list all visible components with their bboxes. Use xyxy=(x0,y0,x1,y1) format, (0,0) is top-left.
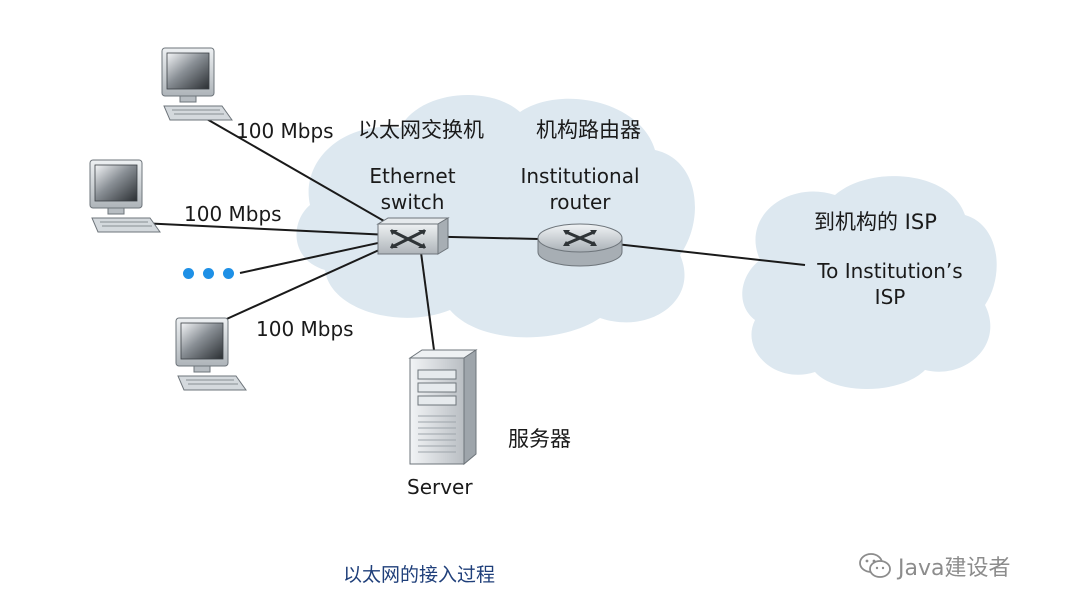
ethernet-switch-icon xyxy=(376,217,450,255)
link-switch-server xyxy=(419,244,435,351)
link-speed-label-1: 100 Mbps xyxy=(236,119,334,143)
server-label-zh: 服务器 xyxy=(508,427,571,451)
tower-server-icon xyxy=(408,349,478,466)
router-label-zh: 机构路由器 xyxy=(536,118,641,142)
ellipsis-dot xyxy=(183,268,194,279)
server-label-en: Server xyxy=(407,475,473,499)
desktop-computer-icon xyxy=(89,159,161,233)
watermark-text: Java建设者 xyxy=(898,556,1011,581)
wechat-icon xyxy=(859,553,891,578)
isp-label-zh: 到机构的 ISP xyxy=(814,210,937,234)
router-icon xyxy=(537,223,623,267)
desktop-computer-icon xyxy=(175,317,247,391)
ellipsis-dot xyxy=(223,268,234,279)
link-host-1 xyxy=(204,117,411,237)
figure-caption: 以太网的接入过程 xyxy=(343,564,496,586)
more-hosts-ellipsis xyxy=(183,268,234,279)
isp-cloud xyxy=(742,176,997,390)
watermark: Java建设者 xyxy=(858,552,1011,581)
ellipsis-dot xyxy=(203,268,214,279)
isp-label-en: To Institution’s ISP xyxy=(817,259,963,309)
switch-label-zh: 以太网交换机 xyxy=(358,118,484,142)
link-speed-label-2: 100 Mbps xyxy=(184,202,282,226)
institution-cloud xyxy=(296,94,695,338)
link-host-2 xyxy=(139,222,411,237)
desktop-computer-icon xyxy=(161,47,233,121)
switch-label-en: Ethernet switch xyxy=(369,164,456,214)
router-label-en: Institutional router xyxy=(520,164,640,214)
link-speed-label-3: 100 Mbps xyxy=(256,317,354,341)
